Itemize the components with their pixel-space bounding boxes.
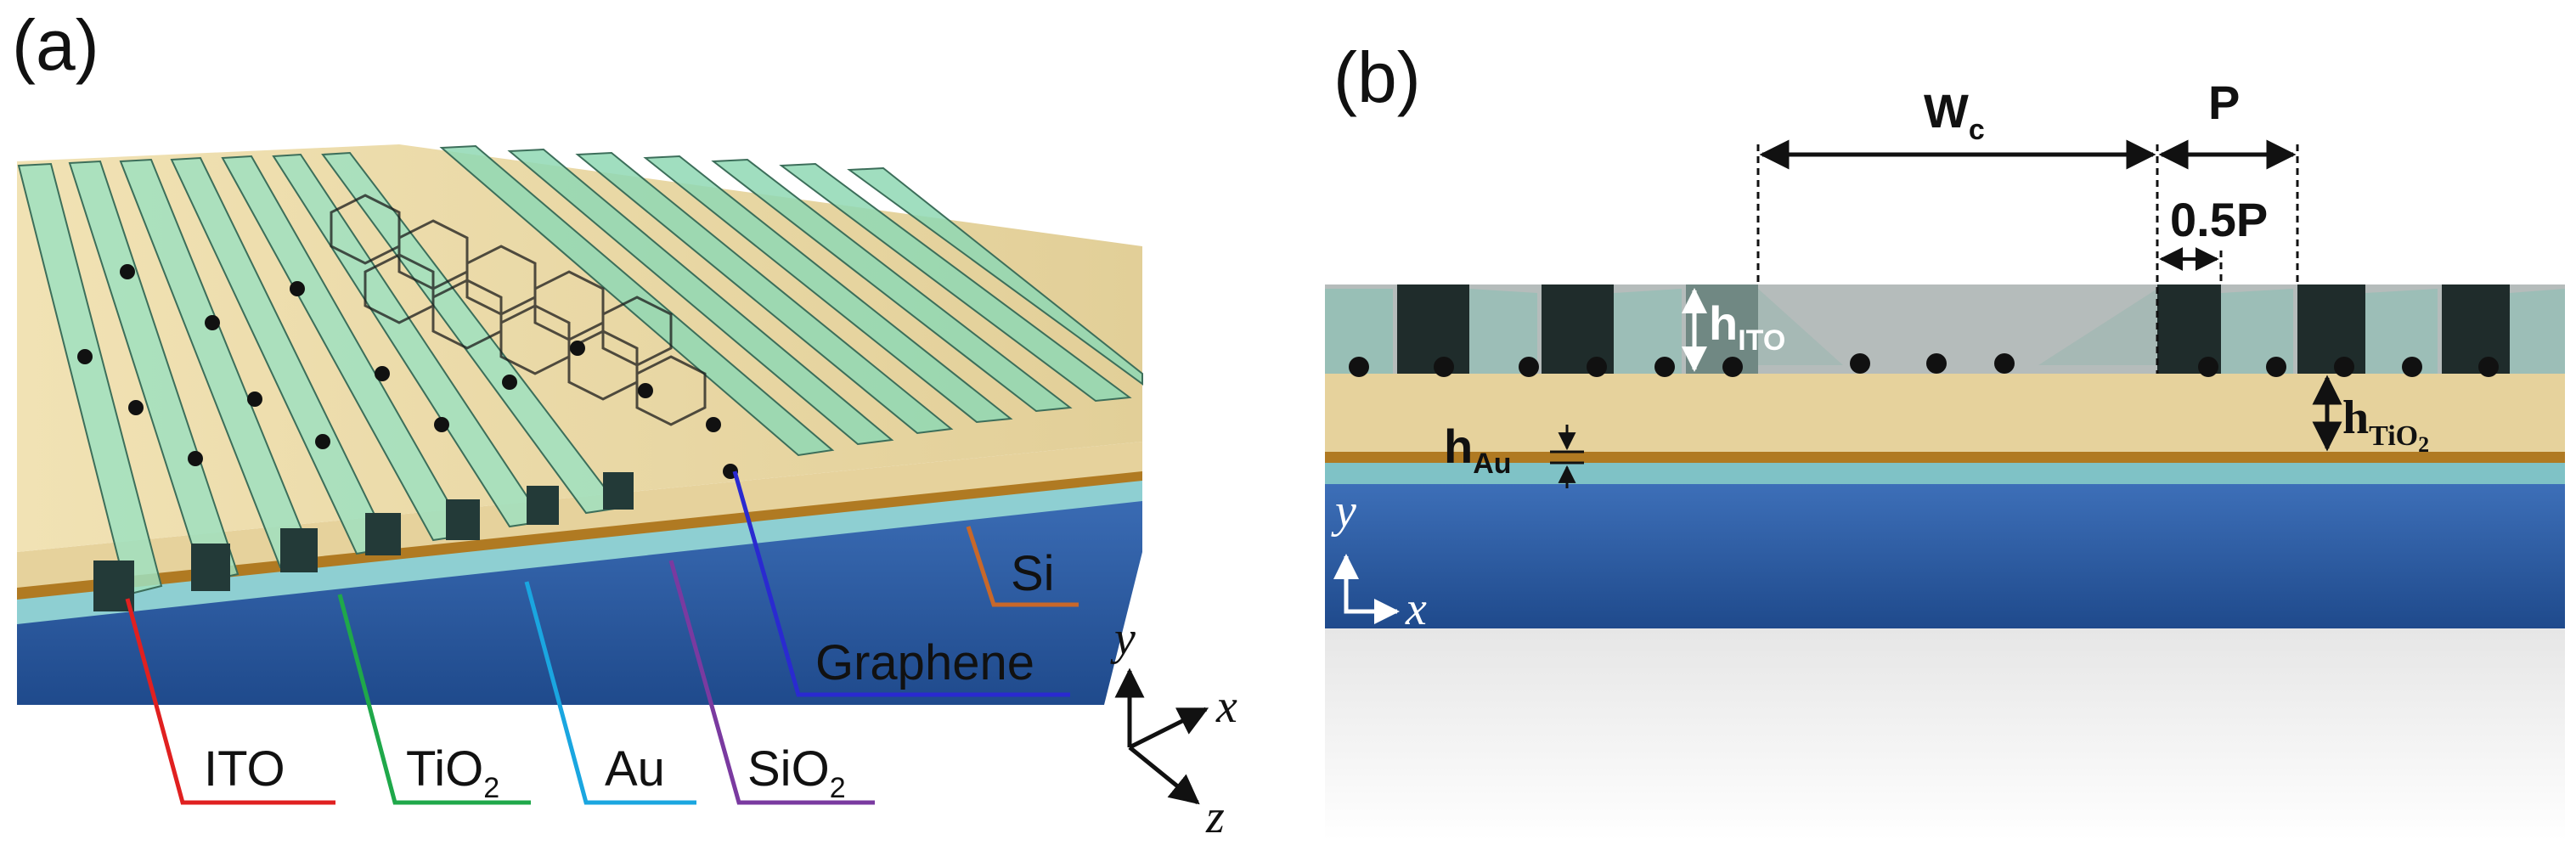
axis-a-x: x (1215, 680, 1237, 733)
label-h-ito: hITO (1709, 296, 1785, 357)
graphene-atoms-b (1349, 353, 2499, 377)
ito-strips-right (439, 144, 1143, 457)
label-h-tio2: hTiO2 (2342, 392, 2429, 457)
dim-h-ito: hITO (1682, 288, 1785, 372)
label-graphene: Graphene (815, 635, 1034, 690)
label-ito: ITO (204, 741, 285, 797)
panel-b: (b) (1325, 37, 2565, 841)
device-3d (17, 144, 1143, 705)
leader-si (966, 526, 1079, 607)
leader-graphene (732, 470, 1070, 697)
label-p: P (2208, 76, 2240, 129)
label-si: Si (1011, 546, 1055, 601)
label-wc: Wc (1924, 84, 1985, 146)
leader-ito (125, 598, 335, 805)
axis-b-x: x (1405, 583, 1427, 635)
dim-half-p: 0.5P (2159, 193, 2268, 284)
si-substrate (17, 476, 1142, 705)
leader-sio2 (668, 560, 875, 805)
fade-bottom (1325, 628, 2565, 841)
sio2-layer-edge (17, 476, 1142, 624)
label-au: Au (605, 741, 665, 797)
graphene-atoms (77, 264, 738, 479)
si-layer-b (1325, 484, 2565, 628)
au-layer-b (1325, 452, 2565, 463)
panel-b-label: (b) (1333, 37, 1421, 117)
leader-au (524, 581, 696, 805)
dim-h-au: hAu (1444, 420, 1584, 488)
graphene-sheet (330, 194, 707, 426)
label-sio2: SiO2 (747, 741, 846, 804)
axis-a-z: z (1205, 791, 1225, 843)
ito-end-faces (93, 472, 634, 611)
axes-b (1333, 554, 1400, 624)
axes-triad-a (1114, 668, 1209, 805)
label-h-au: hAu (1444, 420, 1512, 480)
dim-p: P (2158, 76, 2299, 284)
axis-a-y: y (1110, 612, 1136, 665)
leader-tio2 (337, 594, 531, 805)
sio2-layer-b (1325, 463, 2565, 484)
axis-b-y: y (1331, 485, 1356, 538)
panel-a: (a) (12, 5, 1237, 843)
panel-a-label: (a) (12, 5, 99, 85)
tio2-layer-b (1325, 374, 2565, 452)
leader-lines (125, 470, 1079, 805)
dim-h-tio2: hTiO2 (2312, 375, 2429, 457)
ito-strips-left (17, 151, 622, 596)
label-tio2: TiO2 (406, 741, 499, 804)
dim-wc: Wc (1756, 84, 2159, 374)
label-half-p: 0.5P (2170, 193, 2268, 246)
